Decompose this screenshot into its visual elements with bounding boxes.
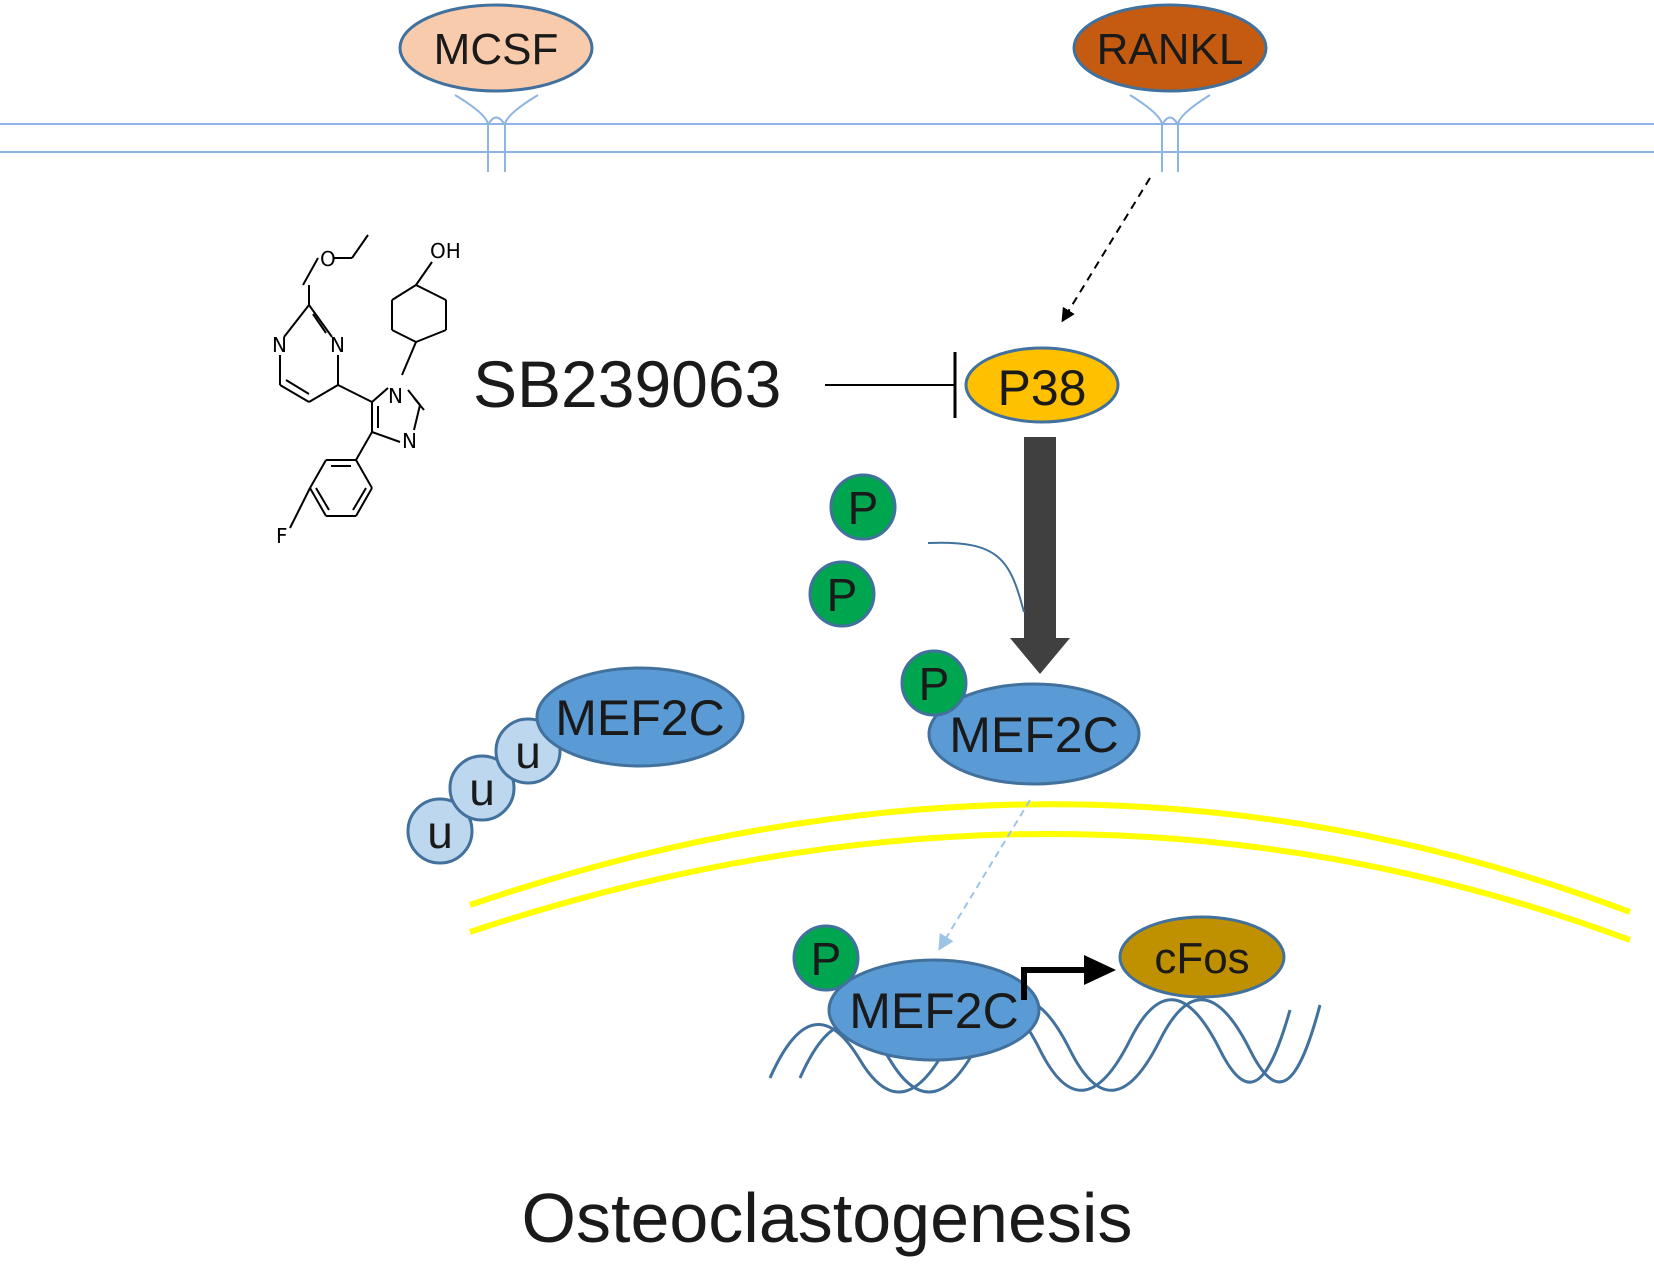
mcsf-receptor [454, 94, 539, 172]
phospho-mef2c-nucleus: MEF2C P [792, 924, 1041, 1062]
sb239063-atom-labels: O N N N N OH F [272, 239, 461, 548]
rankl-label: RANKL [1097, 25, 1244, 74]
mcsf-label: MCSF [434, 25, 559, 74]
ubiquitin-label: u [469, 763, 495, 815]
ubiquitin-label: u [427, 806, 453, 858]
mef2c-label: MEF2C [949, 707, 1118, 763]
sb239063-structure [279, 234, 447, 529]
nuclear-membrane [469, 801, 1632, 943]
phosphorylation-arrow [1010, 437, 1070, 674]
bound-phosphate [900, 649, 968, 717]
ubiquitin-label: u [515, 726, 541, 778]
rankl-receptor [1129, 94, 1211, 172]
atom-n3: N [388, 384, 403, 408]
transcription-arrow [1021, 955, 1116, 1000]
atom-f: F [276, 524, 288, 548]
cfos-gene: cFos [1118, 915, 1286, 999]
rankl-to-p38-arrow [1061, 177, 1151, 323]
phosphate-label: P [811, 933, 842, 985]
cfos-label: cFos [1154, 934, 1249, 983]
ubiquitin-1 [406, 797, 474, 865]
phosphate-label: P [919, 658, 950, 710]
dna-helix [768, 998, 1322, 1094]
inhibition-line [825, 352, 957, 418]
p38-label: P38 [998, 360, 1087, 416]
atom-o: O [320, 247, 336, 271]
nuclear-translocation-arrow [938, 799, 1031, 951]
atom-n2: N [330, 333, 345, 357]
inhibitor-label: SB239063 [473, 347, 781, 421]
ubiquitinated-mef2c: u u u MEF2C [406, 666, 745, 865]
free-phosphate-1: P [829, 473, 897, 541]
mef2c-label: MEF2C [849, 983, 1018, 1039]
phosphate-transfer-curve [927, 541, 1025, 613]
bound-phosphate [792, 924, 860, 992]
phosphate-label: P [848, 482, 879, 534]
ubiquitin-2 [448, 754, 516, 822]
mef2c-label: MEF2C [555, 690, 724, 746]
phospho-mef2c-cytoplasm: MEF2C P [900, 649, 1141, 786]
rankl-ligand: RANKL [1072, 3, 1268, 93]
atom-oh: OH [430, 239, 461, 263]
mcsf-ligand: MCSF [398, 3, 594, 93]
cell-membrane [0, 123, 1654, 153]
atom-n4: N [402, 429, 417, 453]
outcome-label: Osteoclastogenesis [522, 1179, 1133, 1257]
atom-n1: N [272, 333, 287, 357]
p38-kinase: P38 [964, 346, 1120, 424]
phosphate-label: P [827, 569, 858, 621]
free-phosphate-2: P [808, 560, 876, 628]
